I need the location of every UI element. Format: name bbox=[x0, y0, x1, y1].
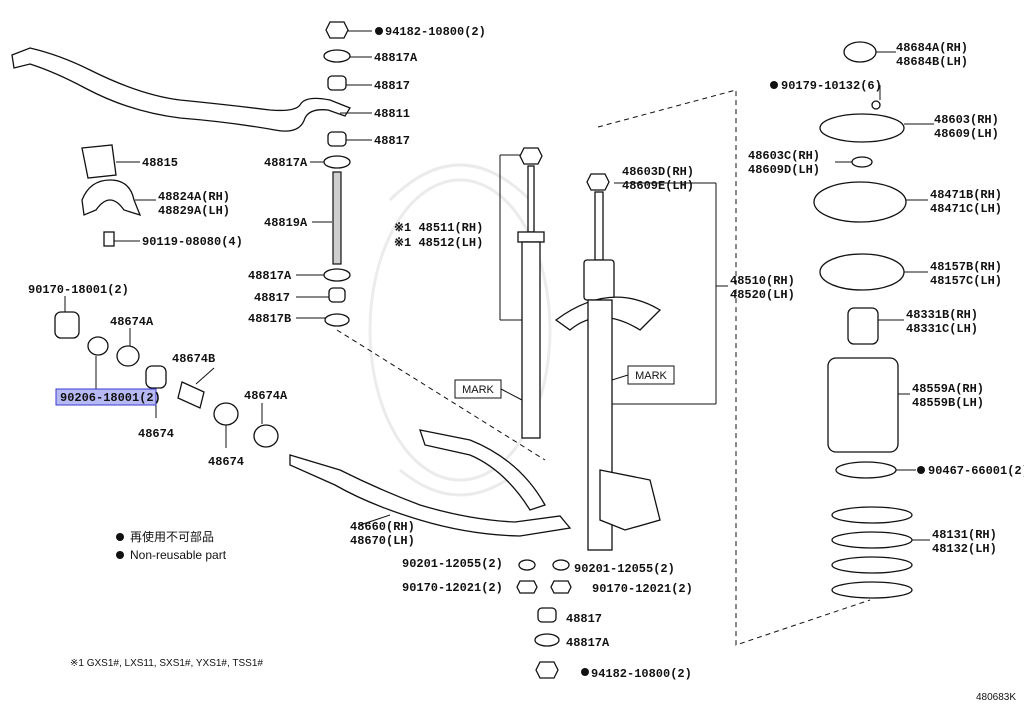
label-48520[interactable]: 48520(LH) bbox=[730, 288, 795, 302]
label-94182-bot[interactable]: 94182-10800(2) bbox=[591, 667, 692, 681]
label-48817A-bot[interactable]: 48817A bbox=[566, 636, 610, 650]
mark-label-left: MARK bbox=[462, 384, 494, 396]
lower-arm-bushings bbox=[54, 296, 279, 448]
non-reusable-markers bbox=[116, 27, 925, 676]
bottom-fasteners bbox=[516, 559, 572, 679]
strut-insert bbox=[499, 147, 545, 439]
label-48829A[interactable]: 48829A(LH) bbox=[158, 204, 230, 218]
label-48131[interactable]: 48131(RH) bbox=[932, 528, 997, 542]
strut-assembly bbox=[554, 173, 728, 551]
highlight-90206 bbox=[55, 388, 157, 406]
label-48511[interactable]: ※1 48511(RH) bbox=[394, 221, 483, 235]
label-48471B[interactable]: 48471B(RH) bbox=[930, 188, 1002, 202]
mark-callout-left: MARK bbox=[454, 379, 523, 401]
label-48609[interactable]: 48609(LH) bbox=[934, 127, 999, 141]
label-48559B[interactable]: 48559B(LH) bbox=[912, 396, 984, 410]
label-48819A[interactable]: 48819A bbox=[264, 216, 308, 230]
label-48603[interactable]: 48603(RH) bbox=[934, 113, 999, 127]
legend-bullet-en bbox=[116, 551, 124, 559]
lower-arm bbox=[289, 429, 572, 537]
label-90206[interactable]: 90206-18001(2) bbox=[60, 391, 161, 405]
label-48817A-low[interactable]: 48817A bbox=[248, 269, 292, 283]
label-90119[interactable]: 90119-08080(4) bbox=[142, 235, 243, 249]
diagram-code: 480683K bbox=[976, 692, 1016, 703]
label-48157C[interactable]: 48157C(LH) bbox=[930, 274, 1002, 288]
label-48817A-top[interactable]: 48817A bbox=[374, 51, 418, 65]
label-48817A-mid[interactable]: 48817A bbox=[264, 156, 308, 170]
label-90201-right[interactable]: 90201-12055(2) bbox=[574, 562, 675, 576]
part-labels: 94182-10800(2) 48817A 48817 48811 48817 … bbox=[28, 25, 1024, 681]
label-90179[interactable]: 90179-10132(6) bbox=[781, 79, 882, 93]
label-48817-top[interactable]: 48817 bbox=[374, 79, 410, 93]
label-48609D[interactable]: 48609D(LH) bbox=[748, 163, 820, 177]
label-48817-bot[interactable]: 48817 bbox=[566, 612, 602, 626]
label-48157B[interactable]: 48157B(RH) bbox=[930, 260, 1002, 274]
label-48510[interactable]: 48510(RH) bbox=[730, 274, 795, 288]
label-94182-top[interactable]: 94182-10800(2) bbox=[385, 25, 486, 39]
label-48674-2[interactable]: 48674 bbox=[208, 455, 244, 469]
label-48811[interactable]: 48811 bbox=[374, 107, 410, 121]
label-48817-b[interactable]: 48817 bbox=[374, 134, 410, 148]
label-48824A[interactable]: 48824A(RH) bbox=[158, 190, 230, 204]
label-48815[interactable]: 48815 bbox=[142, 156, 178, 170]
assembly-dash-frame bbox=[597, 89, 871, 646]
label-48660[interactable]: 48660(RH) bbox=[350, 520, 415, 534]
label-48674A-2[interactable]: 48674A bbox=[244, 389, 288, 403]
label-90170-left[interactable]: 90170-18001(2) bbox=[28, 283, 129, 297]
legend-bullet-jp bbox=[116, 533, 124, 541]
label-48331C[interactable]: 48331C(LH) bbox=[906, 322, 978, 336]
label-48471C[interactable]: 48471C(LH) bbox=[930, 202, 1002, 216]
label-48670[interactable]: 48670(LH) bbox=[350, 534, 415, 548]
label-48674B[interactable]: 48674B bbox=[172, 352, 215, 366]
label-48674-1[interactable]: 48674 bbox=[138, 427, 174, 441]
label-48603C[interactable]: 48603C(RH) bbox=[748, 149, 820, 163]
stabilizer-link-stack bbox=[296, 21, 546, 461]
label-48331B[interactable]: 48331B(RH) bbox=[906, 308, 978, 322]
label-48559A[interactable]: 48559A(RH) bbox=[912, 382, 984, 396]
mark-label-right: MARK bbox=[635, 370, 667, 382]
label-48603D[interactable]: 48603D(RH) bbox=[622, 165, 694, 179]
label-48817B[interactable]: 48817B bbox=[248, 312, 291, 326]
footnote: ※1 GXS1#, LXS11, SXS1#, YXS1#, TSS1# bbox=[70, 658, 263, 669]
legend-jp: 再使用不可部品 bbox=[130, 529, 214, 544]
label-48684A[interactable]: 48684A(RH) bbox=[896, 41, 968, 55]
label-90467[interactable]: 90467-66001(2) bbox=[928, 464, 1024, 478]
stabilizer-bar bbox=[11, 47, 372, 132]
stabilizer-bushing bbox=[81, 144, 156, 247]
label-48684B[interactable]: 48684B(LH) bbox=[896, 55, 968, 69]
label-48674A-1[interactable]: 48674A bbox=[110, 315, 154, 329]
label-90170-left-nut[interactable]: 90170-12021(2) bbox=[402, 581, 503, 595]
legend-en: Non-reusable part bbox=[130, 548, 227, 562]
label-48609E[interactable]: 48609E(LH) bbox=[622, 179, 694, 193]
mark-callout-right: MARK bbox=[611, 365, 675, 385]
label-90201-left[interactable]: 90201-12055(2) bbox=[402, 557, 503, 571]
upper-mount-parts bbox=[813, 41, 934, 599]
label-48817-low[interactable]: 48817 bbox=[254, 291, 290, 305]
label-90170-right-nut[interactable]: 90170-12021(2) bbox=[592, 582, 693, 596]
label-48512[interactable]: ※1 48512(LH) bbox=[394, 236, 483, 250]
label-48132[interactable]: 48132(LH) bbox=[932, 542, 997, 556]
